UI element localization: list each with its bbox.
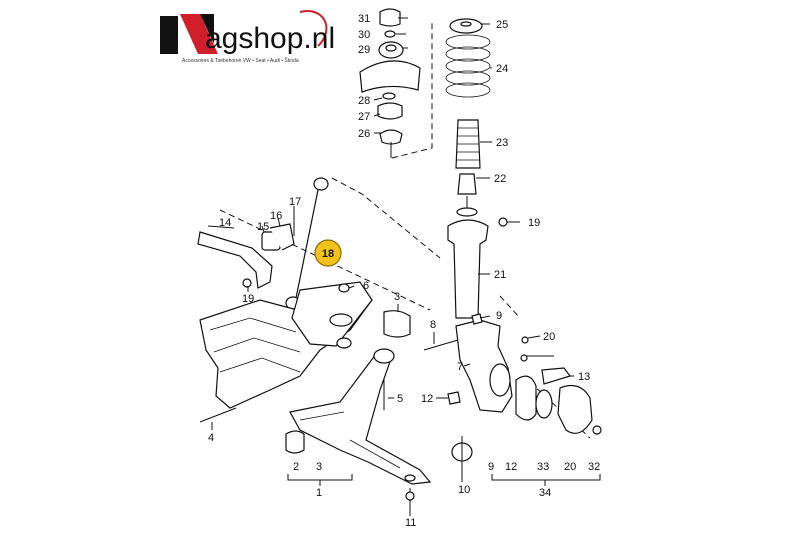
label-4: 4 <box>208 432 214 444</box>
subframe <box>199 281 373 409</box>
part-18-highlight[interactable]: 18 <box>314 239 342 267</box>
label-16: 16 <box>270 210 282 222</box>
stabilizer-link <box>197 177 329 310</box>
label-18: 18 <box>322 248 334 260</box>
label-13: 13 <box>578 371 590 383</box>
label-21: 21 <box>494 269 506 281</box>
label-8: 8 <box>430 319 436 331</box>
spring-strut <box>445 18 491 319</box>
label-11: 11 <box>405 517 416 529</box>
label-28: 28 <box>358 95 370 107</box>
part-labels: 31 30 29 28 27 26 25 24 23 22 21 19 14 1… <box>208 13 600 529</box>
label-19-left: 19 <box>242 293 254 305</box>
label-5: 5 <box>397 393 403 405</box>
label-26: 26 <box>358 128 370 140</box>
label-33: 33 <box>537 461 549 473</box>
label-2: 2 <box>293 461 299 473</box>
label-7: 7 <box>457 361 463 373</box>
label-6: 6 <box>363 280 369 292</box>
label-3-bush: 3 <box>394 291 400 303</box>
label-25: 25 <box>496 19 508 31</box>
vagshop-logo: agshop.nl Accessoires & Toebehoren VW • … <box>160 10 335 64</box>
label-19-right: 19 <box>528 217 540 229</box>
label-24: 24 <box>496 63 508 75</box>
label-34: 34 <box>539 487 551 499</box>
label-10: 10 <box>458 484 470 496</box>
label-14: 14 <box>219 217 231 229</box>
label-3-bottom: 3 <box>316 461 322 473</box>
label-30: 30 <box>358 29 370 41</box>
top-mount-parts <box>359 8 421 158</box>
label-23: 23 <box>496 137 508 149</box>
label-32: 32 <box>588 461 600 473</box>
label-31: 31 <box>358 13 370 25</box>
callout-leader-lines <box>207 17 601 516</box>
logo-brand-text: agshop.nl <box>205 22 335 55</box>
label-20-upper: 20 <box>543 331 555 343</box>
label-22: 22 <box>494 173 506 185</box>
label-15: 15 <box>257 221 269 233</box>
label-20-bottom: 20 <box>564 461 576 473</box>
label-9-bottom: 9 <box>488 461 494 473</box>
label-12-bottom: 12 <box>505 461 517 473</box>
logo-tagline: Accessoires & Toebehoren VW • Seat • Aud… <box>182 57 299 64</box>
control-arm <box>199 310 432 502</box>
label-29: 29 <box>358 44 370 56</box>
label-1: 1 <box>316 487 322 499</box>
label-17: 17 <box>289 196 301 208</box>
label-9-upper: 9 <box>496 310 502 322</box>
label-27: 27 <box>358 111 370 123</box>
label-12-left: 12 <box>421 393 433 405</box>
